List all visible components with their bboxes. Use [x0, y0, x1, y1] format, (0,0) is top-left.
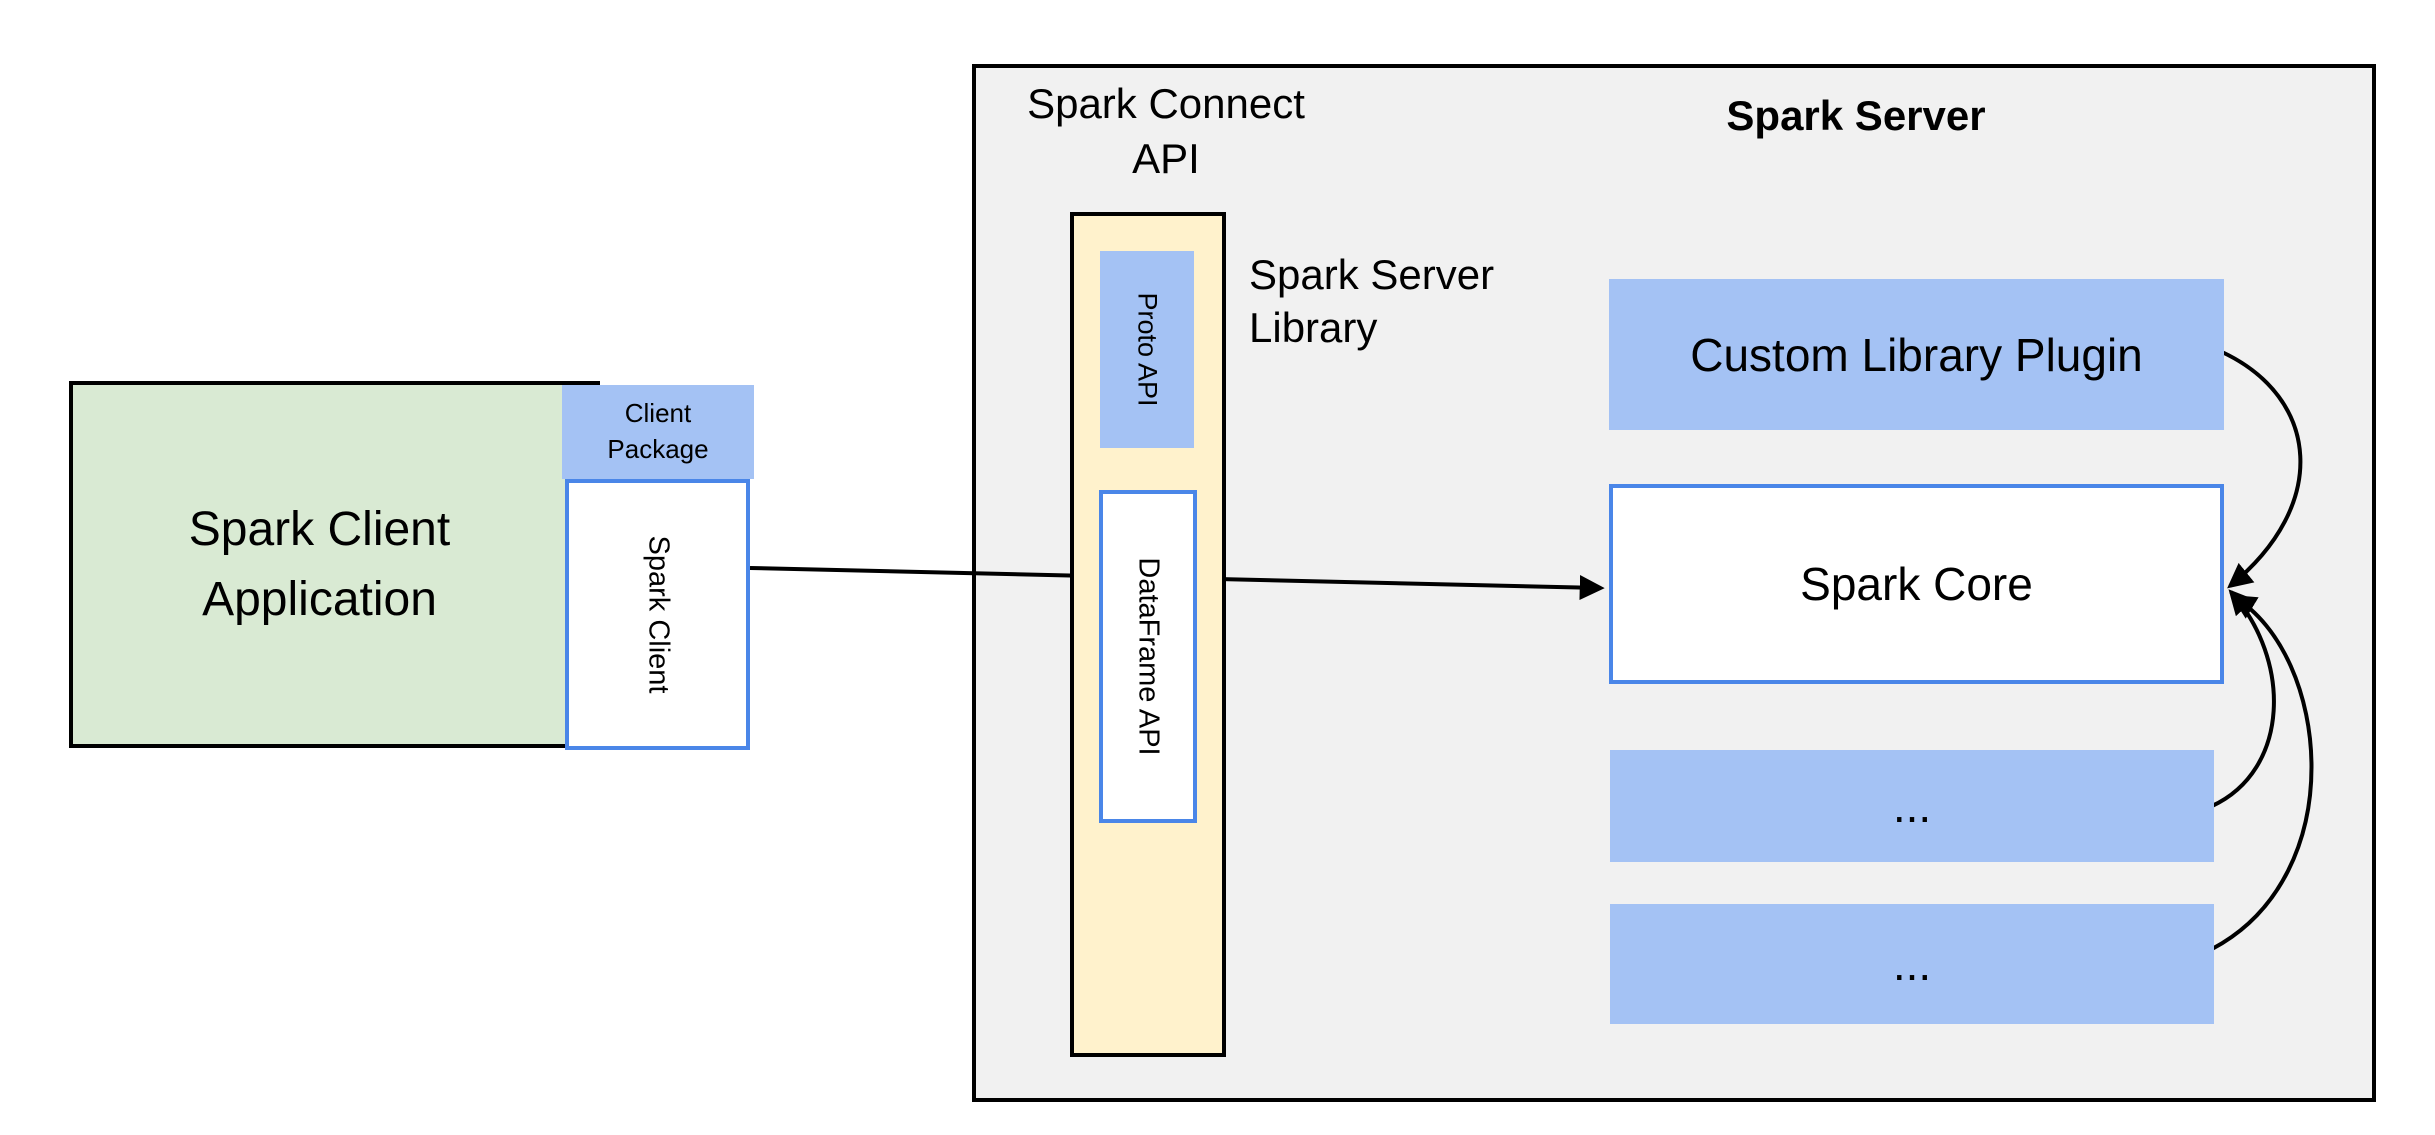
client-package-label: Client Package — [607, 398, 709, 464]
custom-library-plugin-box: Custom Library Plugin — [1609, 279, 2224, 430]
plugin-ellipsis-label-2: ... — [1892, 938, 1932, 990]
proto-api-box: Proto API — [1100, 251, 1194, 448]
spark-core-label: Spark Core — [1800, 558, 2033, 610]
spark-client-application-label: Spark Client Application — [188, 502, 451, 626]
plugin-ellipsis-box-2: ... — [1610, 904, 2214, 1024]
proto-api-label: Proto API — [1132, 292, 1163, 407]
client-package-box: Client Package — [562, 385, 754, 479]
spark-core-box: Spark Core — [1609, 484, 2224, 684]
dataframe-api-box: DataFrame API — [1099, 490, 1197, 823]
spark-server-library-label: Spark Server Library — [1249, 251, 1495, 352]
spark-client-label: Spark Client — [642, 535, 674, 694]
plugin-ellipsis-label-1: ... — [1892, 780, 1932, 832]
spark-client-application-box: Spark Client Application — [69, 381, 600, 748]
custom-library-plugin-label: Custom Library Plugin — [1690, 328, 2143, 381]
dataframe-api-label: DataFrame API — [1132, 557, 1165, 756]
spark-server-title: Spark Server — [1726, 92, 1986, 139]
spark-client-box: Spark Client — [565, 479, 750, 750]
spark-connect-api-title: Spark Connect API — [1027, 80, 1305, 183]
plugin-ellipsis-box-1: ... — [1610, 750, 2214, 862]
